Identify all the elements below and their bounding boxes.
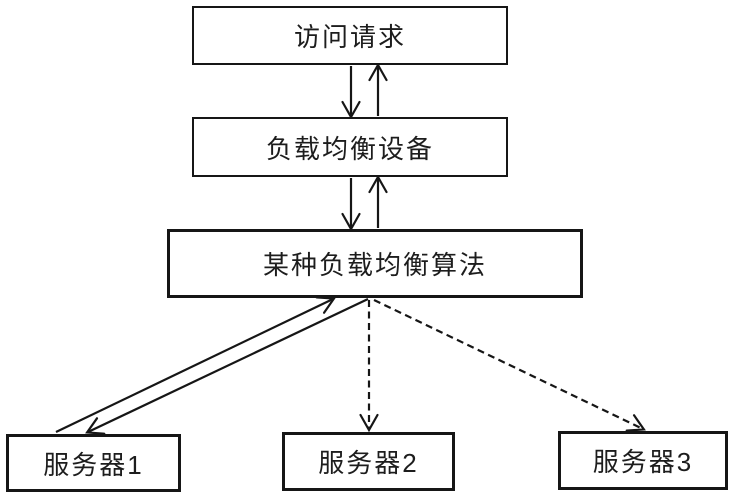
node-load-balancer: 负载均衡设备 — [192, 117, 508, 177]
node-algorithm: 某种负载均衡算法 — [167, 229, 583, 298]
node-load-balancer-label: 负载均衡设备 — [265, 133, 434, 164]
arrow-server1-to-algorithm — [55, 296, 336, 433]
node-server-2: 服务器2 — [282, 432, 455, 491]
node-algorithm-label: 某种负载均衡算法 — [262, 250, 487, 280]
arrow-algorithm-to-server3-dashed — [373, 299, 646, 432]
node-access-request-label: 访问请求 — [293, 22, 406, 52]
node-server-1: 服务器1 — [6, 434, 181, 492]
node-server-3: 服务器3 — [558, 431, 728, 490]
node-server-2-label: 服务器2 — [318, 448, 419, 478]
arrow-algorithm-to-server1 — [85, 298, 369, 435]
node-access-request: 访问请求 — [192, 6, 508, 65]
node-server-3-label: 服务器3 — [592, 447, 694, 477]
node-server-1-label: 服务器1 — [43, 449, 144, 480]
